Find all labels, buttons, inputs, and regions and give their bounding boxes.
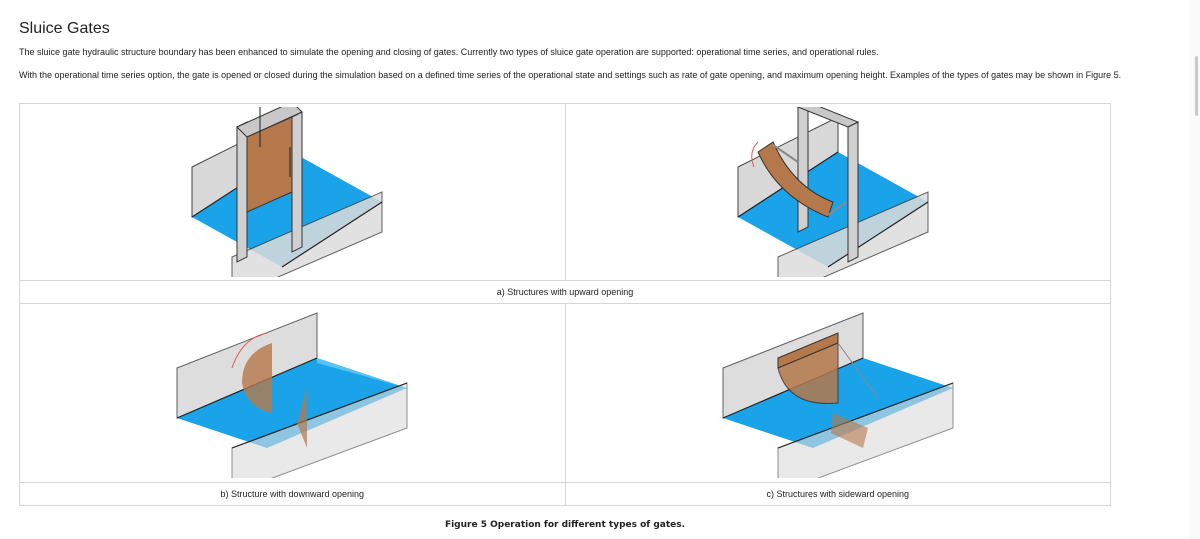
figure-cell-upward-vertical (19, 103, 566, 281)
caption-b: b) Structure with downward opening (19, 482, 566, 506)
vertical-scrollbar[interactable] (1190, 0, 1200, 539)
upward-vertical-gate-illustration (191, 107, 383, 277)
scrollbar-thumb[interactable] (1195, 56, 1198, 116)
figure-cell-sideward (564, 303, 1111, 483)
figure-table: a) Structures with upward opening (19, 103, 1111, 506)
caption-c: c) Structures with sideward opening (564, 482, 1111, 506)
page-title: Sluice Gates (19, 20, 110, 37)
time-series-paragraph: With the operational time series option,… (19, 70, 1122, 80)
sideward-gate-illustration (722, 312, 954, 478)
figure-cell-downward (19, 303, 566, 483)
upward-radial-gate-illustration (737, 107, 929, 277)
caption-a: a) Structures with upward opening (19, 280, 1111, 304)
figure-cell-upward-radial (564, 103, 1111, 281)
intro-paragraph: The sluice gate hydraulic structure boun… (19, 47, 879, 57)
figure-caption: Figure 5 Operation for different types o… (444, 520, 686, 530)
downward-gate-illustration (176, 312, 408, 478)
